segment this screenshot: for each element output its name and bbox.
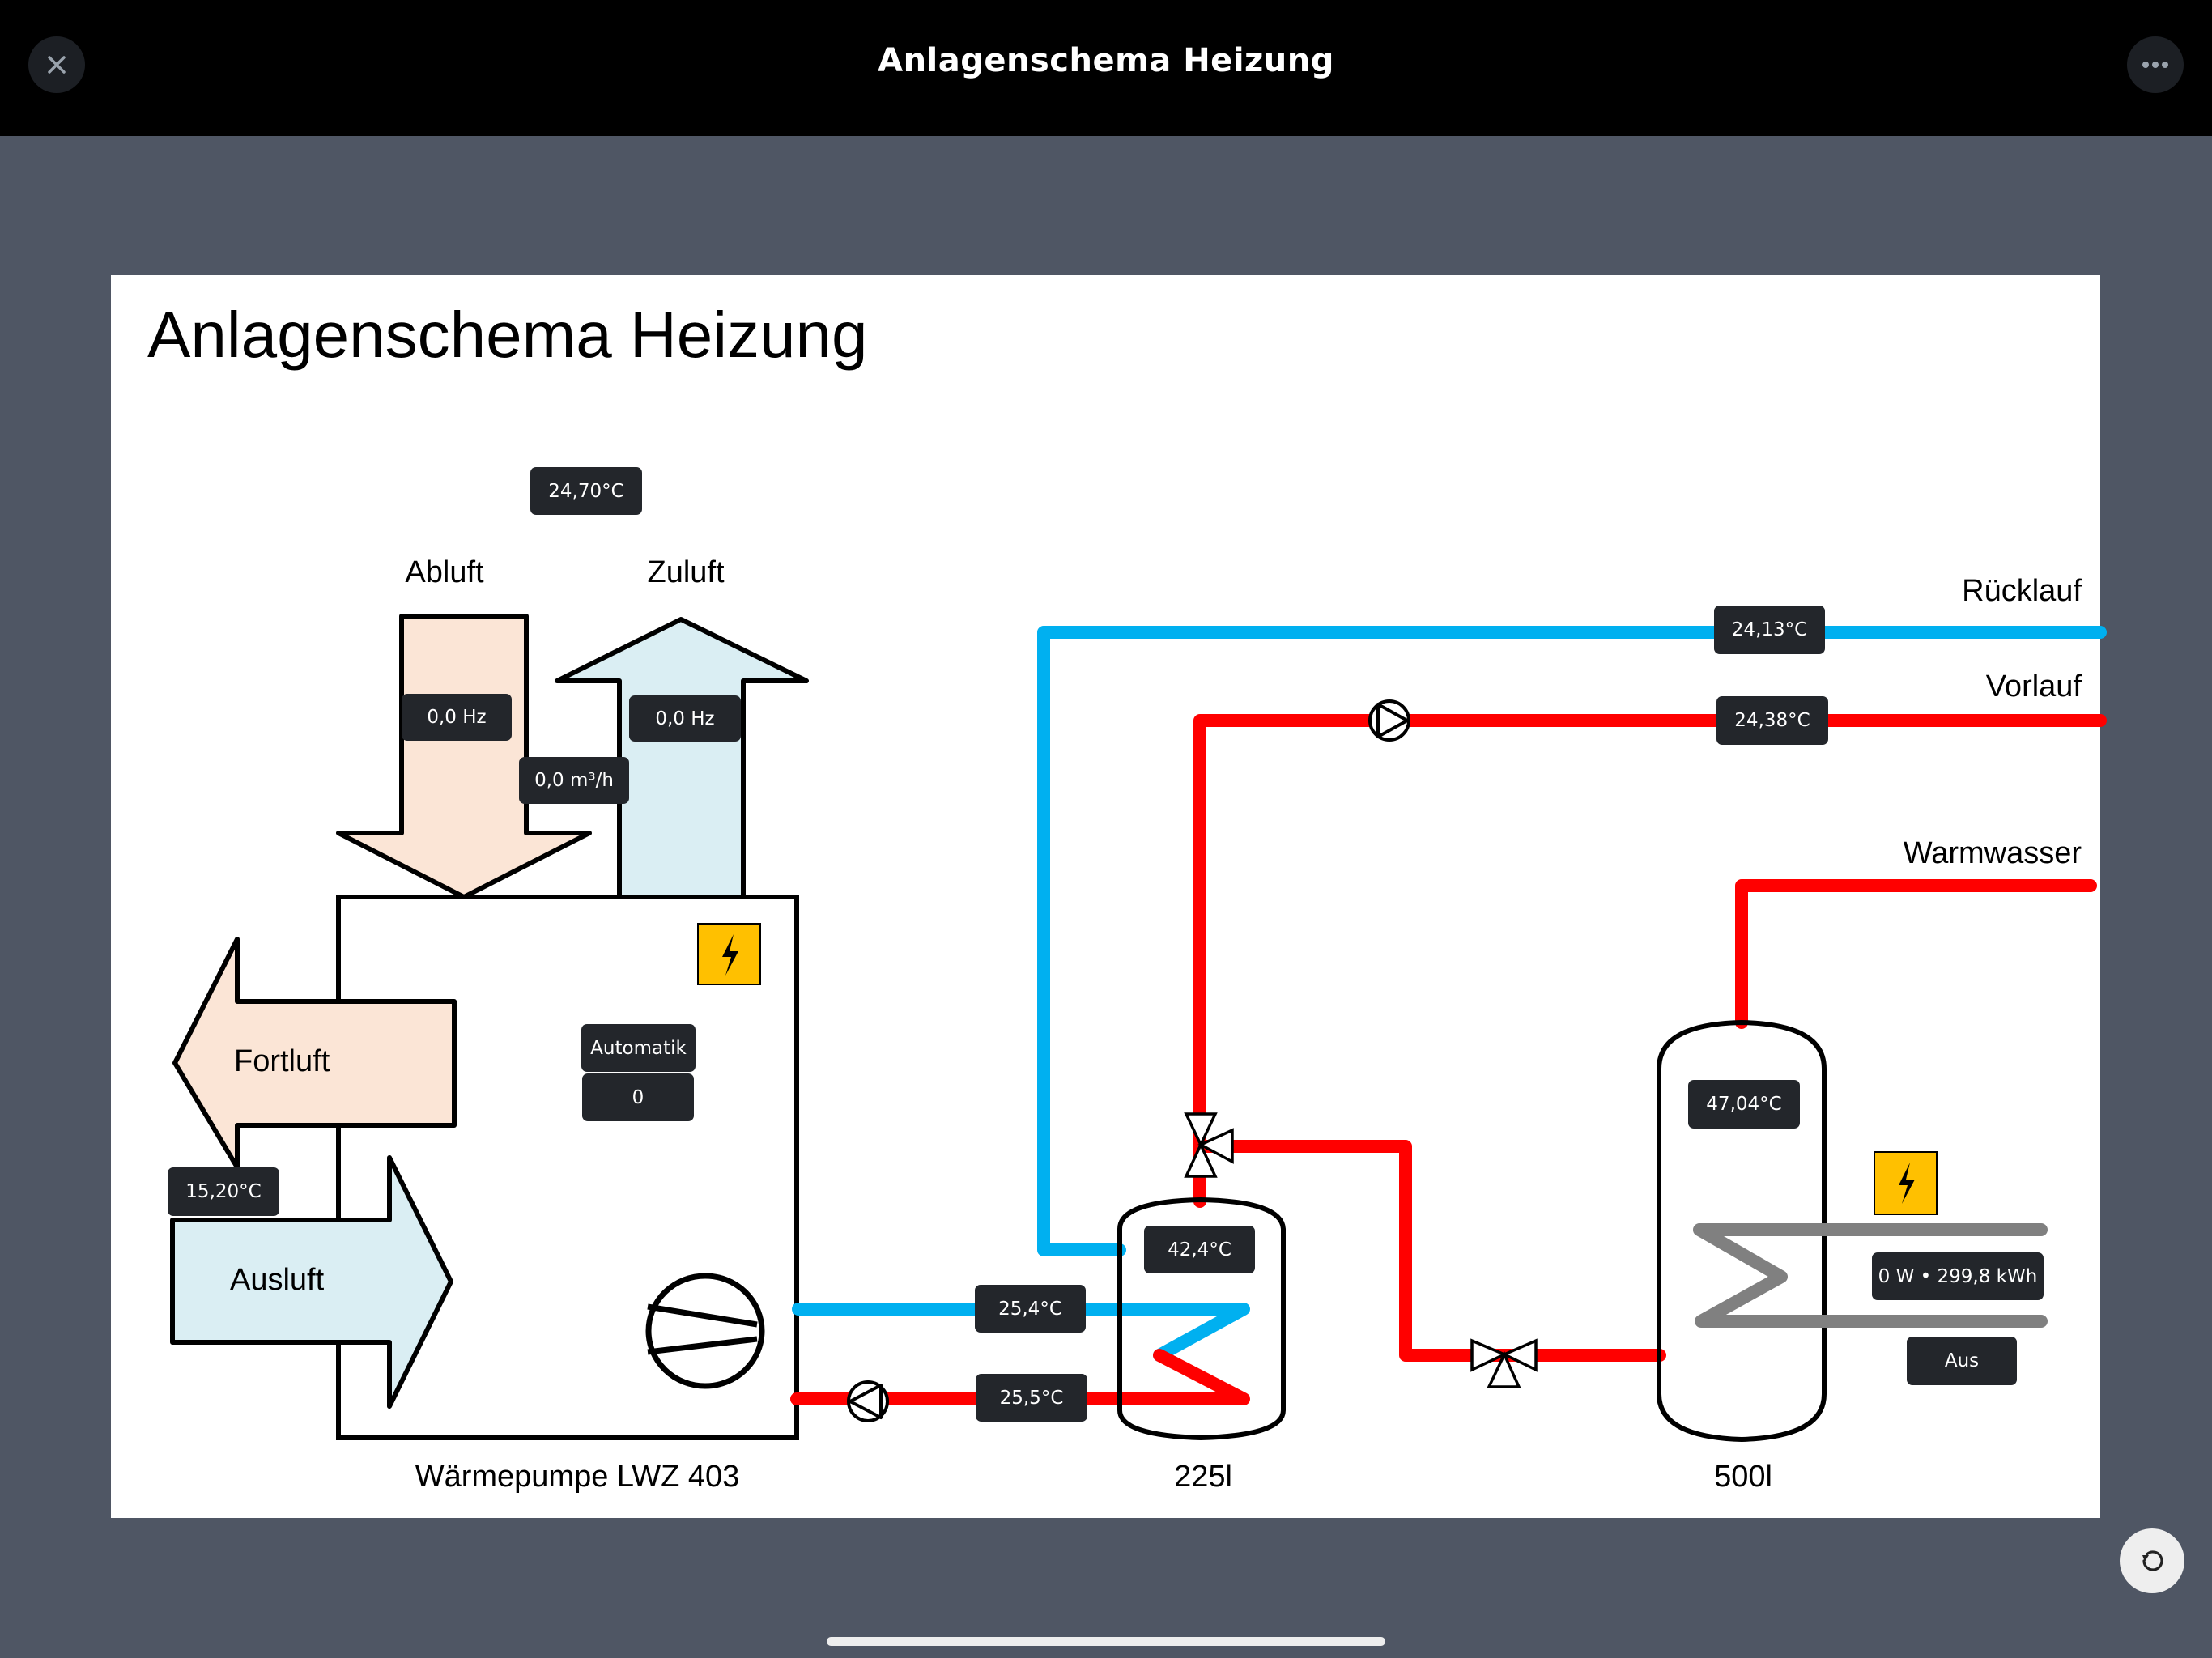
warmwasser-pipe xyxy=(1735,879,2097,1029)
ausluft-label: Ausluft xyxy=(230,1263,325,1297)
window-title: Anlagenschema Heizung xyxy=(878,42,1334,79)
ausluft-arrow xyxy=(170,1155,453,1409)
abluft-fan-badge[interactable]: 0,0 Hz xyxy=(402,694,512,741)
tank-transfer-pipe xyxy=(1193,1140,1666,1362)
more-options-button[interactable] xyxy=(2127,36,2184,93)
close-icon xyxy=(48,56,66,74)
ruecklauf-pipe xyxy=(1037,626,2107,1256)
circulation-pump-icon[interactable] xyxy=(1368,699,1410,742)
tank-500l-temp-badge[interactable]: 47,04°C xyxy=(1688,1080,1800,1129)
heat-pump-label: Wärmepumpe LWZ 403 xyxy=(415,1460,740,1494)
zuluft-label: Zuluft xyxy=(647,555,725,589)
tank-500l-label: 500l xyxy=(1714,1460,1772,1494)
close-button[interactable] xyxy=(28,36,85,93)
fortluft-label: Fortluft xyxy=(234,1044,330,1078)
vorlauf-pipe xyxy=(1193,714,2107,1208)
tank-225l xyxy=(1117,1197,1286,1441)
reload-icon xyxy=(2142,1550,2163,1571)
vorlauf-label: Vorlauf xyxy=(1985,670,2082,704)
warmwasser-label: Warmwasser xyxy=(1903,836,2082,870)
abluft-label: Abluft xyxy=(405,555,484,589)
electric-warning-icon xyxy=(697,923,761,985)
ruecklauf-temp-badge[interactable]: 24,13°C xyxy=(1714,606,1825,654)
abluft-arrow xyxy=(336,614,592,899)
heat-pump-circulation-pump-icon[interactable] xyxy=(847,1380,889,1422)
hp-return-temp-badge[interactable]: 25,4°C xyxy=(975,1285,1086,1333)
electric-heater-coil xyxy=(1693,1223,2048,1328)
fortluft-arrow xyxy=(172,937,457,1170)
airflow-badge[interactable]: 0,0 m³/h xyxy=(519,757,629,804)
reload-button[interactable] xyxy=(2120,1528,2184,1593)
ruecklauf-label: Rücklauf xyxy=(1962,574,2082,608)
mode-badge[interactable]: Automatik xyxy=(581,1024,696,1072)
heater-power-badge[interactable]: 0 W • 299,8 kWh xyxy=(1872,1252,2044,1300)
heater-electric-warning-icon xyxy=(1874,1151,1938,1215)
hp-flow-temp-badge[interactable]: 25,5°C xyxy=(976,1374,1087,1422)
more-horizontal-icon xyxy=(2142,62,2168,68)
fortluft-temp-badge[interactable]: 15,20°C xyxy=(168,1167,279,1216)
tank-500l xyxy=(1657,1019,1827,1443)
tank-225l-temp-badge[interactable]: 42,4°C xyxy=(1144,1226,1255,1273)
mode-value-badge[interactable]: 0 xyxy=(582,1073,694,1121)
diagram-title: Anlagenschema Heizung xyxy=(147,299,868,371)
three-way-valve-icon[interactable] xyxy=(1184,1112,1234,1178)
top-bar: Anlagenschema Heizung xyxy=(0,0,2212,136)
zuluft-fan-badge[interactable]: 0,0 Hz xyxy=(629,695,741,742)
heater-state-badge[interactable]: Aus xyxy=(1907,1337,2017,1385)
zuluft-arrow xyxy=(555,617,809,899)
vorlauf-temp-badge[interactable]: 24,38°C xyxy=(1716,696,1828,745)
hp-return-pipe xyxy=(792,1303,1250,1362)
hp-flow-pipe xyxy=(790,1349,1250,1405)
compressor-icon xyxy=(645,1273,765,1389)
three-way-valve-2-icon[interactable] xyxy=(1470,1338,1538,1388)
home-indicator[interactable] xyxy=(827,1637,1385,1646)
tank-225l-label: 225l xyxy=(1174,1460,1232,1494)
outdoor-temp-badge[interactable]: 24,70°C xyxy=(530,467,642,515)
